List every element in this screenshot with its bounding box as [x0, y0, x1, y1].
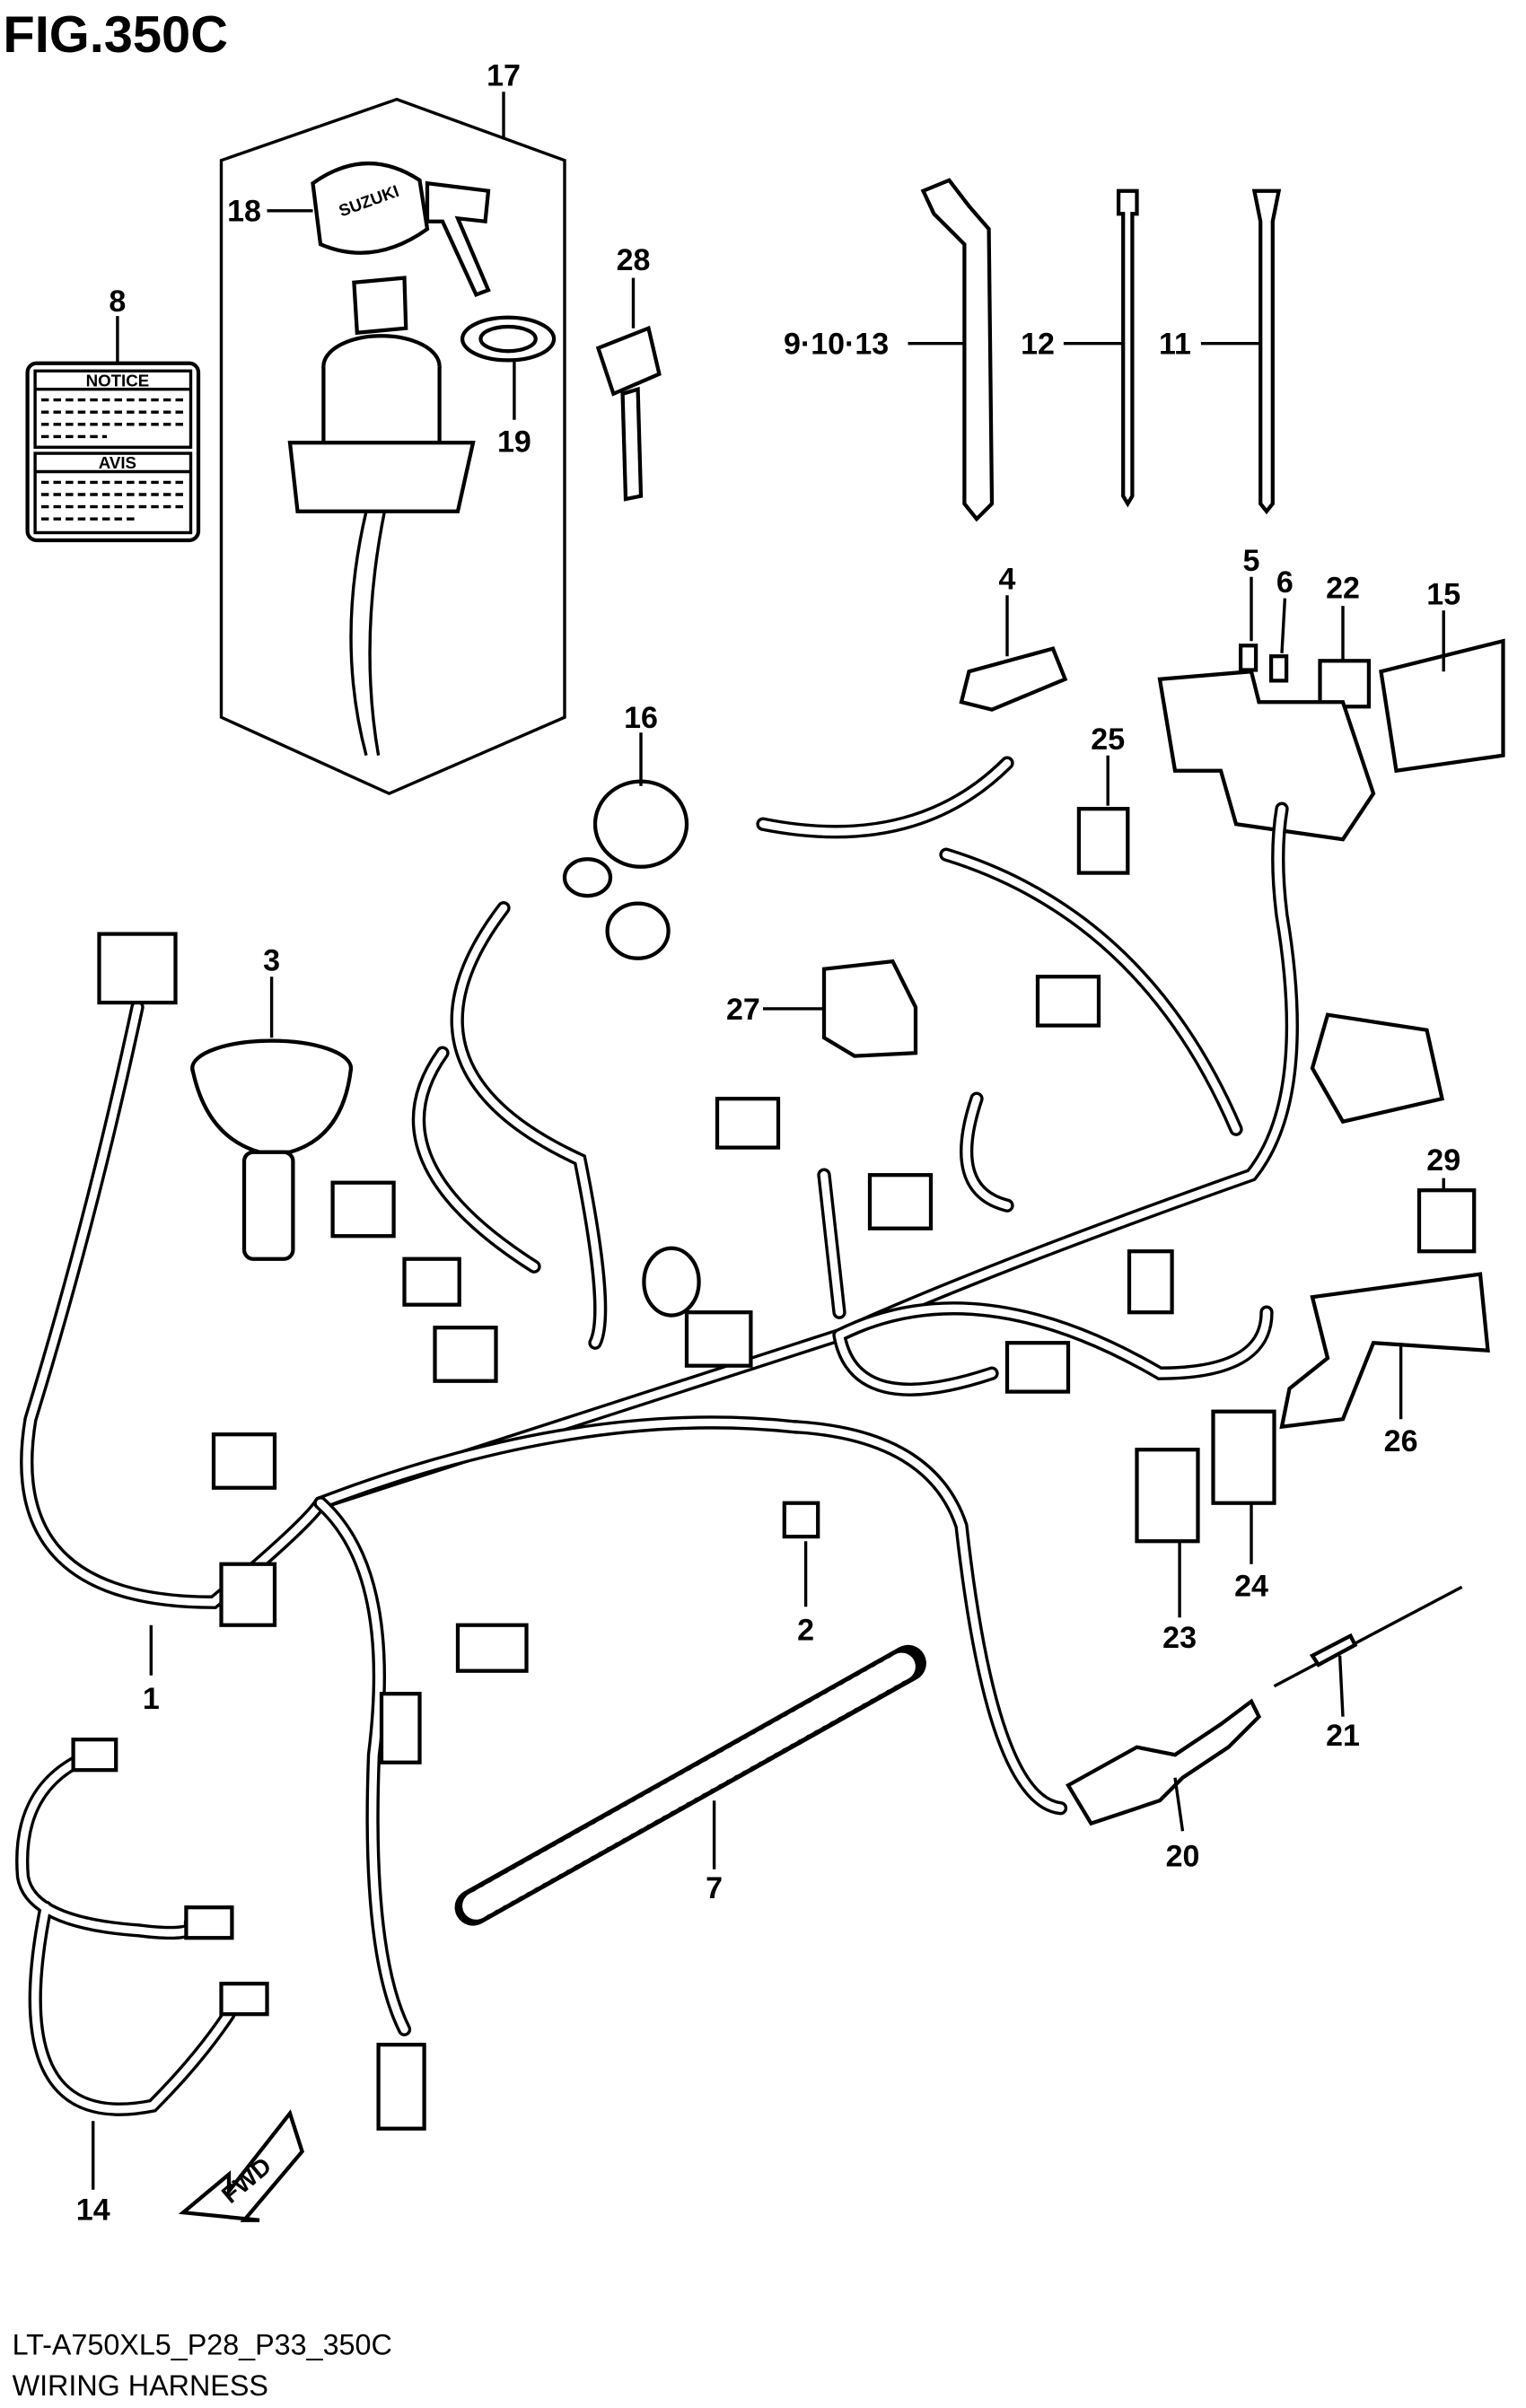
sub-harness-14: [15, 1738, 269, 2116]
callout-26[interactable]: 26: [1384, 1424, 1418, 1458]
cable-tie-12: [1116, 188, 1139, 508]
callout-5[interactable]: 5: [1243, 544, 1260, 578]
callout-14[interactable]: 14: [76, 2193, 110, 2228]
callout-labels: 1 2 3 4 5 6 7 8 9·10·13 11 12 14 15 16 1…: [76, 58, 1460, 2227]
model-code: LT-A750XL5_P28_P33_350C: [13, 2328, 392, 2360]
svg-text:AVIS: AVIS: [99, 453, 136, 472]
cable-tie-9-10-13: [920, 178, 995, 522]
coupler-24: [1211, 1409, 1276, 1505]
notice-label-8: NOTICE AVIS: [25, 361, 201, 543]
relay-27: [821, 959, 918, 1058]
callout-19[interactable]: 19: [497, 425, 531, 459]
callout-11[interactable]: 11: [1159, 328, 1191, 362]
relay-22: [1318, 659, 1372, 709]
callout-12[interactable]: 12: [1021, 328, 1055, 362]
callout-29[interactable]: 29: [1426, 1143, 1460, 1178]
figure-caption: WIRING HARNESS: [13, 2369, 268, 2402]
callout-6[interactable]: 6: [1276, 565, 1294, 600]
callout-7[interactable]: 7: [706, 1871, 723, 1905]
callout-27[interactable]: 27: [726, 993, 760, 1027]
ecu-connector: [1310, 1012, 1445, 1125]
key-28: [595, 325, 662, 502]
fuse-5: [1238, 644, 1259, 672]
bracket-26: [1279, 1272, 1490, 1430]
callout-25[interactable]: 25: [1091, 722, 1125, 757]
ignition-kit-frame: [219, 97, 566, 796]
ignition-cap: SUZUKI: [311, 161, 491, 297]
figure-title: FIG.350C: [3, 6, 228, 64]
clamp-2: [782, 1501, 820, 1539]
bracket-15: [1379, 638, 1505, 774]
cap-4: [959, 646, 1068, 712]
callout-22[interactable]: 22: [1326, 572, 1360, 606]
connector-25: [1076, 807, 1130, 875]
callout-20[interactable]: 20: [1166, 1839, 1200, 1873]
callout-4[interactable]: 4: [999, 562, 1016, 596]
callout-17[interactable]: 17: [487, 58, 521, 92]
ignition-switch: [287, 276, 476, 757]
fwd-arrow: FWD: [178, 2109, 304, 2222]
svg-text:NOTICE: NOTICE: [86, 371, 150, 390]
callout-1[interactable]: 1: [143, 1682, 160, 1716]
sensor-20: [1066, 1698, 1262, 1826]
fuse-box: [1157, 669, 1376, 842]
callout-21[interactable]: 21: [1326, 1719, 1360, 1753]
connector-29: [1416, 1188, 1477, 1254]
callout-15[interactable]: 15: [1426, 577, 1460, 611]
callout-28[interactable]: 28: [617, 243, 651, 277]
main-harness-1: [20, 756, 1445, 2131]
callout-leaders: [92, 92, 1445, 2190]
cable-tie-11: [1251, 188, 1282, 515]
coupler-23: [1135, 1448, 1200, 1544]
fuse-6: [1268, 654, 1289, 683]
protector-3: [190, 1038, 354, 1261]
callout-24[interactable]: 24: [1234, 1569, 1268, 1603]
callout-16[interactable]: 16: [624, 701, 658, 735]
callout-3[interactable]: 3: [263, 943, 280, 977]
main-connector: [97, 932, 178, 1005]
callout-23[interactable]: 23: [1162, 1621, 1197, 1655]
callout-8[interactable]: 8: [109, 285, 126, 319]
callout-9-10-13[interactable]: 9·10·13: [784, 328, 889, 362]
spring-21: [1309, 1633, 1358, 1668]
callout-18[interactable]: 18: [227, 195, 261, 229]
socket-16: [562, 779, 689, 960]
wire-21: [1273, 1585, 1463, 1688]
callout-2[interactable]: 2: [797, 1614, 814, 1648]
